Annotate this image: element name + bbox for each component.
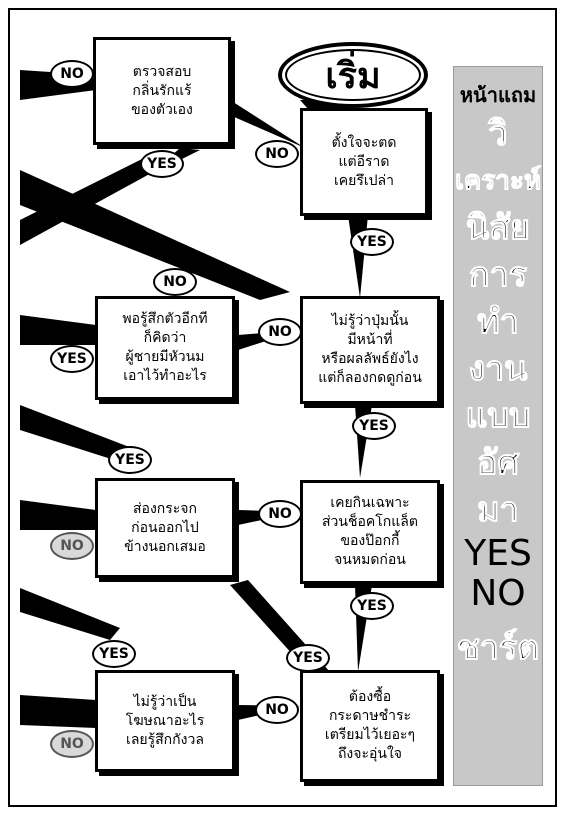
no-label: NO	[153, 268, 197, 296]
question-box-advert: ไม่รู้ว่าเป็น โฆษณาอะไร เลยรู้สึกกังวล	[95, 670, 235, 772]
yes-label: YES	[92, 640, 136, 668]
banner-title-line: ทำ	[477, 302, 520, 343]
banner-title-line: งาน	[468, 349, 528, 390]
question-box-toilet-paper: ต้องซื้อ กระดาษชำระ เตรียมไว้เยอะๆ ถึงจะ…	[300, 670, 440, 782]
banner-title-line: การ	[469, 255, 528, 296]
yes-label: YES	[50, 345, 94, 373]
page-frame	[8, 8, 557, 807]
question-box-male-nipples: พอรู้สึกตัวอีกที ก็คิดว่า ผู้ชายมีหัวนม …	[95, 296, 235, 400]
banner-title-line: วิ	[488, 114, 508, 155]
question-box-pocky: เคยกินเฉพาะ ส่วนช็อคโกแล็ต ของป๊อกกี้ จน…	[300, 480, 440, 584]
no-label: NO	[50, 60, 94, 88]
yes-label: YES	[350, 592, 394, 620]
banner-yes: YES	[464, 533, 532, 574]
question-box-check-armpit: ตรวจสอบ กลิ่นรักแร้ ของตัวเอง	[93, 37, 231, 145]
start-badge: เริ่ม	[278, 42, 428, 108]
banner-title-line: อัศ	[476, 443, 519, 484]
side-banner: หน้าแถม วิ เคราะห์ นิสัย การ ทำ งาน แบบ …	[453, 66, 543, 786]
question-box-fart: ตั้งใจจะตด แต่อีราด เคยรึเปล่า	[300, 108, 428, 216]
banner-title-line: แบบ	[465, 396, 531, 437]
yes-label: YES	[108, 446, 152, 474]
banner-subtitle: หน้าแถม	[459, 83, 537, 107]
banner-no: NO	[470, 573, 526, 614]
banner-chart-word: ชาร์ต	[456, 628, 540, 669]
start-label: เริ่ม	[325, 55, 381, 97]
yes-label: YES	[352, 412, 396, 440]
no-label: NO	[258, 318, 302, 346]
no-label: NO	[258, 500, 302, 528]
banner-title-line: นิสัย	[466, 208, 531, 249]
no-label: NO	[255, 140, 299, 168]
yes-label: YES	[350, 228, 394, 256]
banner-title-line: เคราะห์	[455, 166, 542, 197]
banner-title-line: มา	[477, 490, 520, 531]
question-box-press-button: ไม่รู้ว่าปุ่มนั้น มีหน้าที่ หรือผลลัพธ์ย…	[300, 296, 440, 404]
yes-label: YES	[286, 644, 330, 672]
yes-label: YES	[140, 150, 184, 178]
no-label: NO	[255, 696, 299, 724]
start-oval-inner	[285, 49, 421, 101]
no-label: NO	[50, 730, 94, 758]
question-box-mirror: ส่องกระจก ก่อนออกไป ข้างนอกเสมอ	[95, 478, 235, 578]
no-label: NO	[50, 532, 94, 560]
